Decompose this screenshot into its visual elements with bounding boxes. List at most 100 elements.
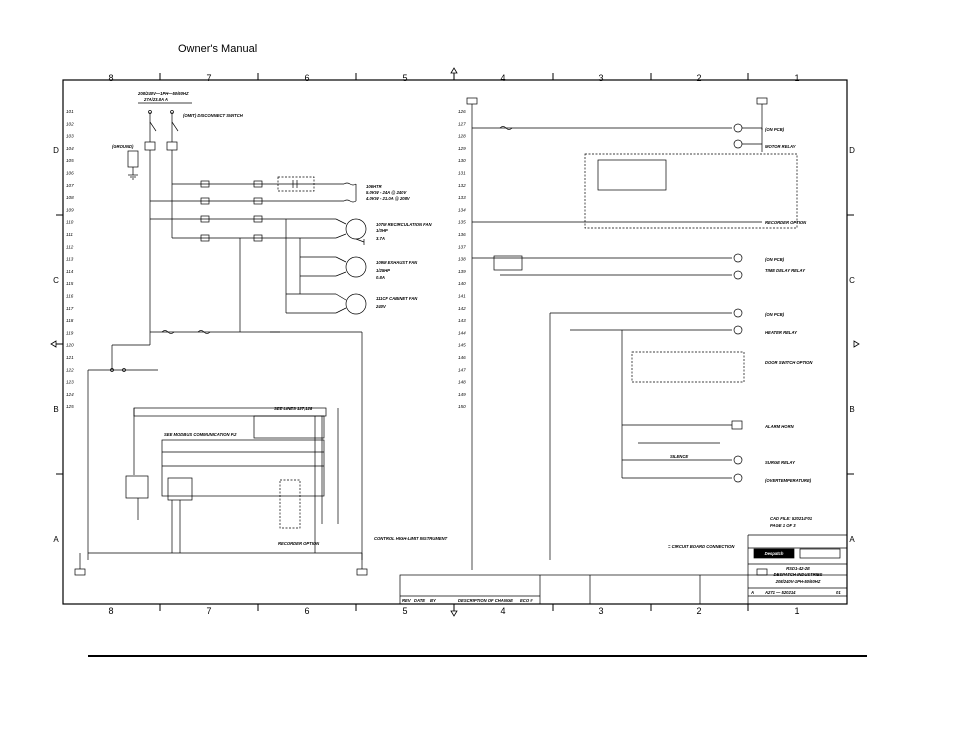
drawing-number: A271 — 520214 [764,590,796,595]
logo: Despatch [765,551,784,556]
alarm-horn-label: ALARM HORN [764,424,795,429]
motor-relay-label: MOTOR RELAY [765,144,797,149]
rev-col-description: DESCRIPTION OF CHANGE [458,598,513,603]
zone-bottom-4: 4 [500,606,505,616]
exhaust-hp: 1/25HP [376,268,390,273]
rung-number: 134 [458,207,466,212]
rev-col-by: BY [430,598,437,603]
zone-left-B: B [53,405,58,414]
rev-table-headers: REV DATE BY DESCRIPTION OF CHANGE ECO # [402,598,533,603]
supply-label: 208/240V—1PH—50/60HZ [137,91,189,96]
rung-number: 141 [458,294,466,299]
zone-bottom-8: 8 [108,606,113,616]
overtemp-label: (OVERTEMPERATURE) [765,478,812,483]
rung-number: 150 [458,404,466,409]
rung-numbers-right: 1261271281291301311321331341351361371381… [458,109,466,409]
circuit-board-legend: = CIRCUIT BOARD CONNECTION [668,544,735,549]
heater-label: 106HTR [366,184,382,189]
rung-number: 127 [458,121,466,126]
page-header: Owner's Manual [178,43,258,55]
drawing-frame [62,79,848,605]
zone-right-C: C [849,276,855,285]
rung-number: 124 [66,392,74,397]
rev-col-eco: ECO # [520,598,533,603]
rung-number: 104 [66,146,74,151]
rung-number: 144 [458,330,466,335]
recorder-option-right: RECORDER OPTION [765,220,807,225]
zone-bottom-7: 7 [206,606,211,616]
recirc-fan-label: 107M RECIRCULATION FAN [376,222,433,227]
rung-number: 110 [66,220,74,225]
right-ladder-wiring [466,97,798,576]
rung-number: 119 [66,330,74,335]
rung-number: 129 [458,146,466,151]
sheet-letter: A [750,590,754,595]
recorder-option-label: RECORDER OPTION [278,541,320,546]
disconnect-label: (OMIT) DISCONNECT SWITCH [183,113,244,118]
zone-top-3: 3 [598,73,603,83]
zone-right-D: D [849,146,855,155]
rung-number: 106 [66,171,74,176]
cabinet-fan-label: 111CF CABINET FAN [376,296,418,301]
exhaust-amps: 0.8A [376,275,385,280]
rung-number: 143 [458,318,466,323]
rung-numbers-left: 1011021031041051061071081091101111121131… [66,109,74,409]
rung-number: 138 [458,257,466,262]
rung-number: 140 [458,281,466,286]
rung-number: 103 [66,134,74,139]
title-block [399,534,848,605]
door-switch-label: DOOR SWITCH OPTION [765,360,813,365]
rung-number: 108 [66,195,74,200]
zone-top-6: 6 [304,73,309,83]
on-pcb-label-1: (ON PCB) [765,127,785,132]
surge-relay-label: SURGE RELAY [765,460,796,465]
rung-number: 146 [458,355,466,360]
recirc-amps: 3.7A [376,236,385,241]
model-number: RSD1-42-2E [786,566,810,571]
rung-number: 111 [66,232,73,237]
page-of-label: PAGE 1 OF 3 [770,523,796,528]
see-lines-label: SEE LINES 127,128 [274,406,313,411]
silence-label: SILENCE [670,454,688,459]
rung-number: 139 [458,269,466,274]
zone-right-A: A [849,535,855,544]
rung-number: 101 [66,109,74,114]
rung-number: 128 [458,134,466,139]
rev-col-rev: REV [402,598,412,603]
rung-number: 116 [66,294,74,299]
exhaust-fan-label: 109M EXHAUST FAN [376,260,418,265]
control-instrument-label: CONTROL HIGH-LIMIT INSTRUMENT [374,536,448,541]
zone-bottom-1: 1 [794,606,799,616]
on-pcb-label-3: (ON PCB) [765,312,785,317]
footer-rule [88,655,867,657]
cad-file-label: CAD FILE: 520214*01 [770,516,813,521]
heater-relay-label: HEATER RELAY [765,330,798,335]
recirc-hp: 1/3HP [376,228,388,233]
rung-number: 126 [458,109,466,114]
zone-top-5: 5 [402,73,407,83]
rung-number: 137 [458,244,466,249]
rung-number: 123 [66,380,74,385]
zone-bottom-5: 5 [402,606,407,616]
revision: 01 [836,590,841,595]
rung-number: 114 [66,269,74,274]
zone-bottom-3: 3 [598,606,603,616]
rung-number: 112 [66,244,74,249]
rung-number: 149 [458,392,466,397]
rung-number: 125 [66,404,74,409]
rung-number: 142 [458,306,466,311]
ground-label: (GROUND) [112,144,134,149]
zone-top-7: 7 [206,73,211,83]
company-name: DESPATCH INDUSTRIES [774,572,823,577]
zone-left-D: D [53,146,59,155]
rung-number: 117 [66,306,74,311]
rung-number: 107 [66,183,74,188]
on-pcb-label-2: (ON PCB) [765,257,785,262]
zone-top-1: 1 [794,73,799,83]
zone-top-8: 8 [108,73,113,83]
rung-number: 135 [458,220,466,225]
zone-right-B: B [849,405,854,414]
rung-number: 120 [66,343,74,348]
supply-amps-label: 27A/23.8A A [143,97,168,102]
